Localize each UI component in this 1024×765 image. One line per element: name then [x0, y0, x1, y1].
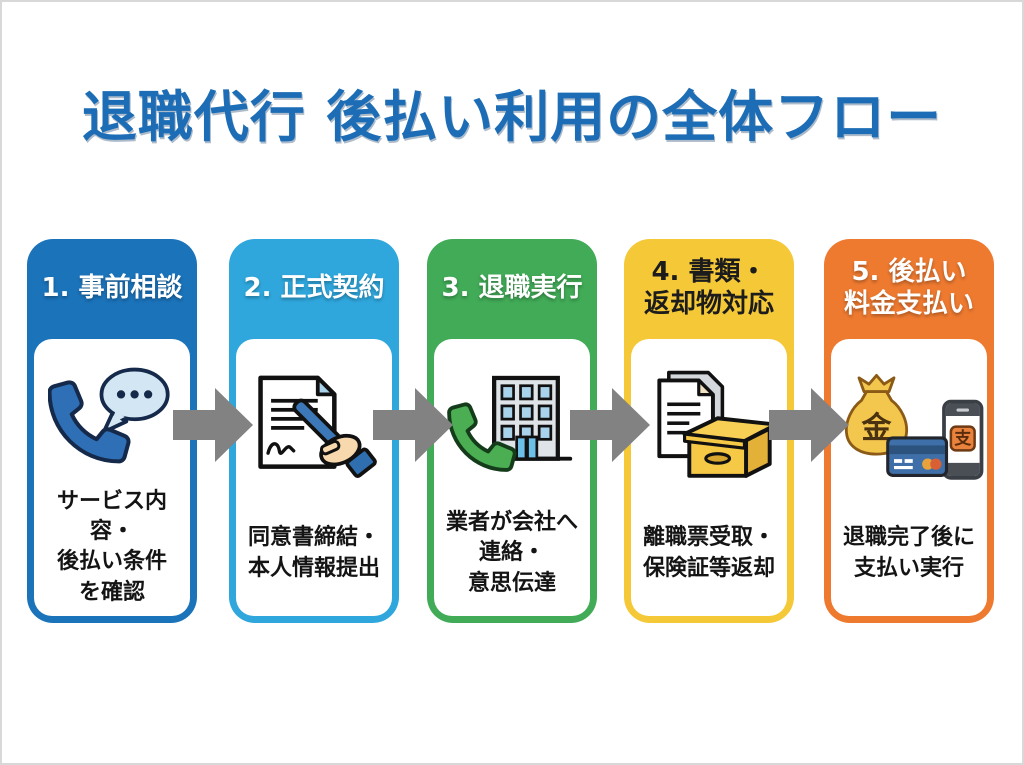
step-card-1: 1. 事前相談 サービス内容・ 後払い条件 を確認 — [27, 239, 197, 623]
flow-arrow-icon — [570, 388, 650, 462]
flow-arrow-icon — [173, 388, 253, 462]
svg-text:支: 支 — [953, 428, 971, 448]
phone-building-icon — [446, 347, 578, 499]
payment-methods-icon: 支 金 — [834, 347, 984, 499]
step-1-description: サービス内容・ 後払い条件 を確認 — [56, 488, 167, 605]
step-3-description: 業者が会社へ 連絡・ 意思伝達 — [445, 509, 578, 596]
step-4-body: 離職票受取・ 保険証等返却 — [631, 339, 787, 616]
step-card-2: 2. 正式契約 — [229, 239, 399, 623]
contract-signing-icon — [250, 347, 378, 499]
flow-arrow-icon — [769, 388, 849, 462]
step-1-header: 1. 事前相談 — [41, 273, 183, 304]
step-4-description: 離職票受取・ 保険証等返却 — [642, 525, 775, 581]
step-2-body: 同意書締結・ 本人情報提出 — [236, 339, 392, 616]
flow-arrow-icon — [373, 388, 453, 462]
step-5-header: 5. 後払い 料金支払い — [843, 257, 974, 319]
step-card-3: 3. 退職実行 — [427, 239, 597, 623]
step-5-description: 退職完了後に 支払い実行 — [842, 525, 975, 581]
step-5-body: 支 金 退職完了後に 支払い実行 — [831, 339, 987, 616]
step-3-header: 3. 退職実行 — [441, 273, 583, 304]
step-2-description: 同意書締結・ 本人情報提出 — [247, 525, 380, 581]
step-1-body: サービス内容・ 後払い条件 を確認 — [34, 339, 190, 616]
step-2-header: 2. 正式契約 — [243, 273, 385, 304]
phone-chat-icon — [48, 347, 176, 487]
step-card-5: 5. 後払い 料金支払い 支 金 — [824, 239, 994, 623]
step-3-body: 業者が会社へ 連絡・ 意思伝達 — [434, 339, 590, 616]
step-4-header: 4. 書類・ 返却物対応 — [643, 257, 774, 319]
page-title: 退職代行 後払い利用の全体フロー — [81, 85, 943, 149]
step-card-4: 4. 書類・ 返却物対応 離職票受取・ 保険証等返 — [624, 239, 794, 623]
documents-box-icon — [642, 347, 776, 499]
